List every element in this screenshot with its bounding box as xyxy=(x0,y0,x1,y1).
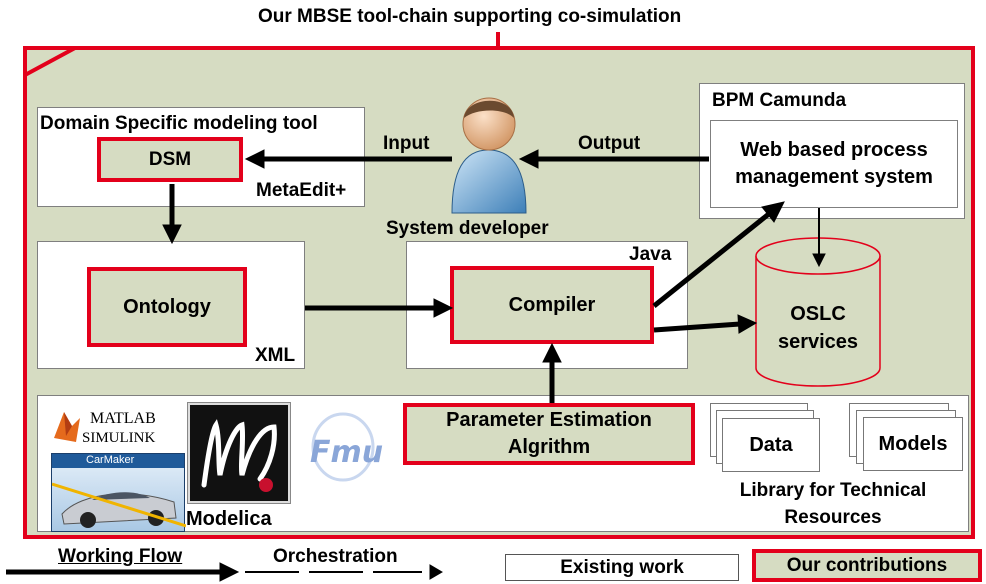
input-label: Input xyxy=(383,133,430,154)
legend-existing-work: Existing work xyxy=(505,554,739,581)
carmaker-label: CarMaker xyxy=(86,454,135,466)
dsm-to-ontology-arrowhead xyxy=(162,224,182,245)
input-arrowhead xyxy=(244,149,265,169)
fmu-text: Fmu xyxy=(310,435,383,470)
modelica-label: Modelica xyxy=(186,508,272,530)
parameter-estimation-box: Parameter Estimation Algrithm xyxy=(403,403,695,465)
car-icon xyxy=(52,482,186,528)
data-label: Data xyxy=(749,433,793,456)
models-doc: Models xyxy=(863,417,963,471)
metaedit-label: MetaEdit+ xyxy=(256,180,347,201)
dsm-box: DSM xyxy=(97,137,243,182)
legend-contributions-label: Our contributions xyxy=(786,554,948,576)
output-label: Output xyxy=(578,133,641,154)
param-line-2: Algrithm xyxy=(507,436,591,458)
data-doc: Data xyxy=(722,418,820,472)
compiler-to-oslc-arrow xyxy=(653,321,741,333)
library-caption-line-2: Resources xyxy=(784,507,882,528)
output-arrowhead xyxy=(518,149,539,169)
library-caption-line-1: Library for Technical xyxy=(739,480,927,501)
compiler-to-bpm-arrow xyxy=(652,211,772,308)
param-to-compiler-arrowhead xyxy=(542,342,562,363)
process-management-box: Web based process management system xyxy=(710,120,958,208)
java-label: Java xyxy=(629,244,672,265)
bpm-to-oslc-arrowhead xyxy=(812,253,826,268)
legend-existing-label: Existing work xyxy=(560,556,684,578)
library-caption: Library for Technical Resources xyxy=(713,476,953,532)
modelica-icon xyxy=(201,419,277,492)
oslc-line-1: OSLC xyxy=(790,303,846,325)
oslc-line-2: services xyxy=(777,331,859,353)
ontology-box: Ontology xyxy=(87,267,247,347)
orchestration-arrowhead xyxy=(429,564,443,580)
simulink-text: SIMULINK xyxy=(82,430,156,446)
bpm-label: BPM Camunda xyxy=(712,90,847,111)
process-line-2: management system xyxy=(735,166,933,188)
ontology-box-label: Ontology xyxy=(123,295,211,318)
compiler-to-bpm-arrowhead xyxy=(761,201,785,223)
legend-working-flow: Working Flow xyxy=(58,546,183,567)
param-line-1: Parameter Estimation xyxy=(446,409,652,431)
xml-label: XML xyxy=(255,345,296,366)
user-label: System developer xyxy=(386,218,549,239)
process-line-1: Web based process xyxy=(740,139,928,161)
carmaker-image: CarMaker xyxy=(51,453,186,532)
compiler-to-oslc-arrowhead xyxy=(737,314,758,334)
oslc-label: OSLC services xyxy=(756,298,880,358)
compiler-box-label: Compiler xyxy=(508,293,596,316)
working-flow-arrowhead xyxy=(219,562,240,582)
matlab-text: MATLAB xyxy=(90,410,156,427)
modelica-logo xyxy=(188,403,290,503)
legend-our-contributions: Our contributions xyxy=(752,549,982,582)
dsm-tool-label: Domain Specific modeling tool xyxy=(40,113,318,134)
compiler-box: Compiler xyxy=(450,266,654,344)
diagram-title: Our MBSE tool-chain supporting co-simula… xyxy=(258,6,682,27)
dsm-box-label: DSM xyxy=(148,148,192,170)
models-label: Models xyxy=(878,432,948,455)
legend-orchestration: Orchestration xyxy=(273,546,398,567)
ontology-to-compiler-arrowhead xyxy=(433,298,454,318)
